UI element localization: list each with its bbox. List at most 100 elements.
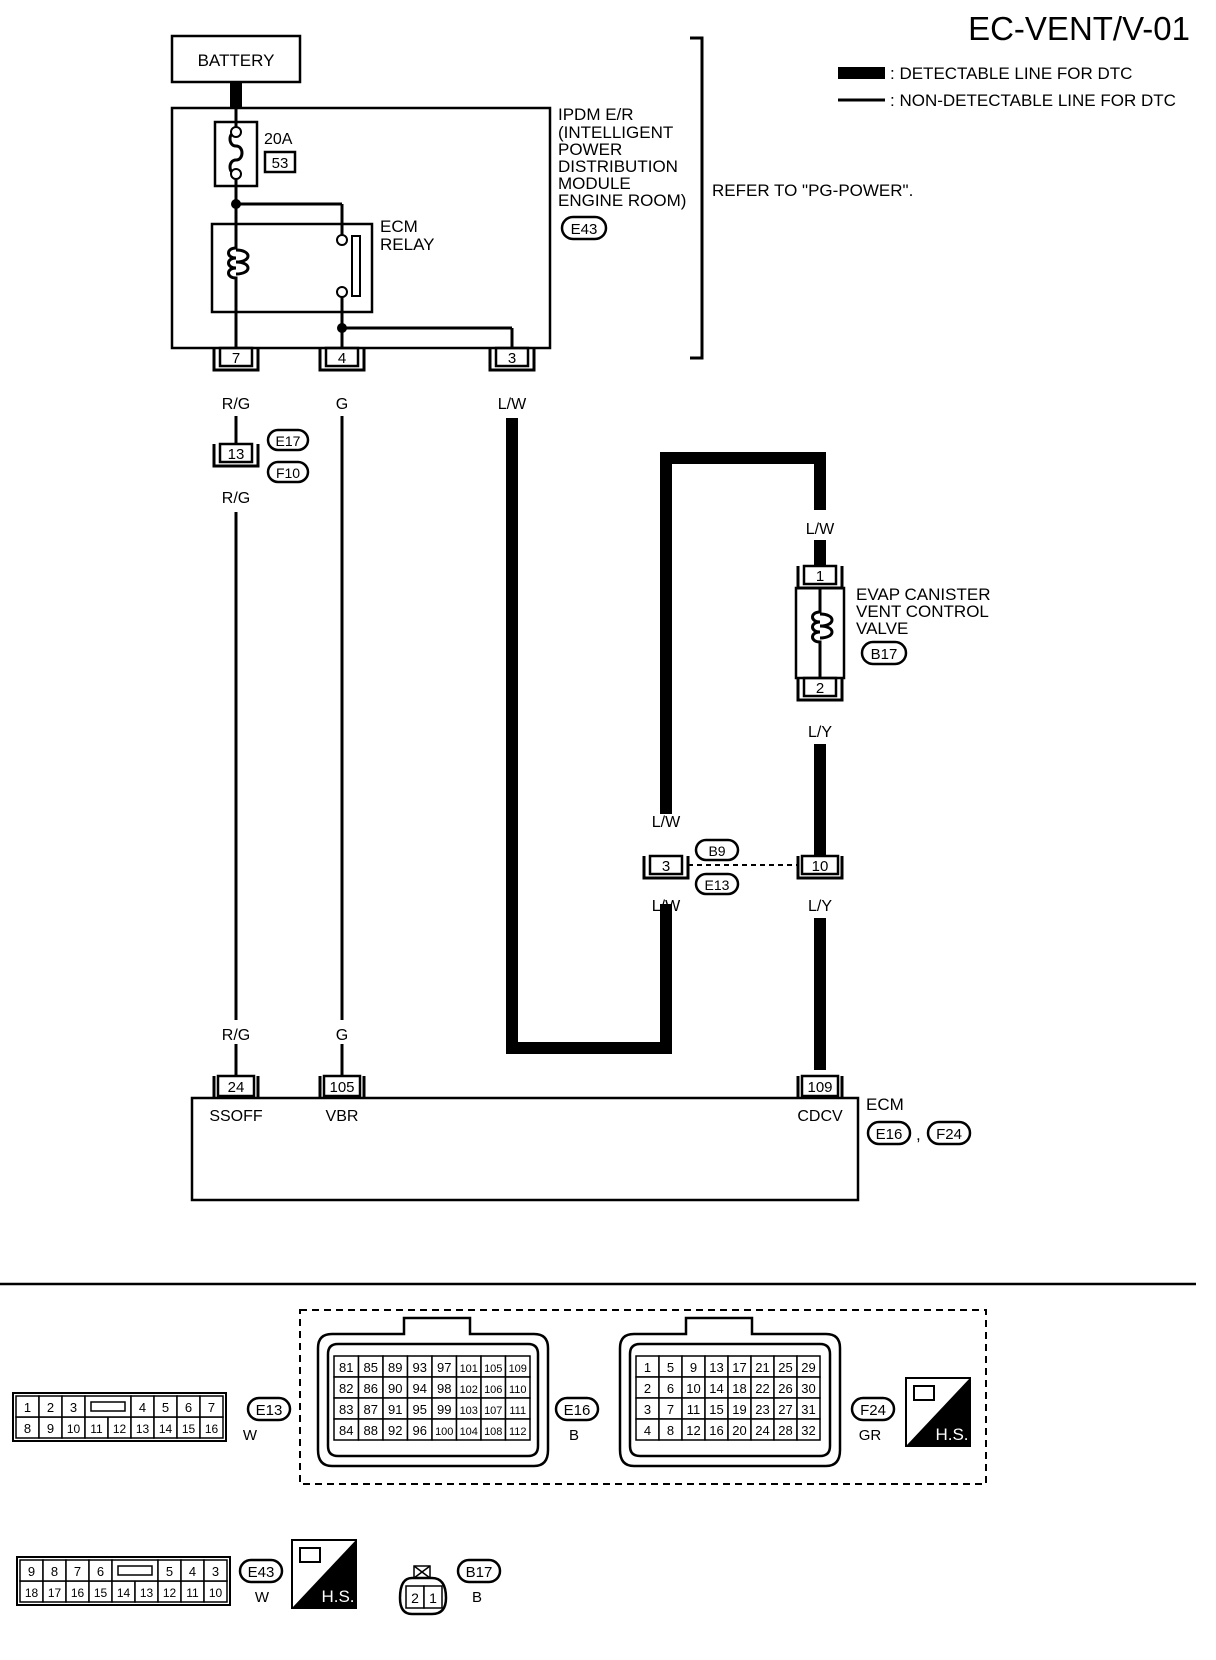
battery: BATTERY (170, 34, 302, 84)
e43-pin-3-cell (203, 1559, 228, 1582)
e13-pin-15: 15 (182, 1422, 196, 1436)
hs-badge-e43: H.S. (291, 1539, 357, 1609)
hs-label-1: H.S. (935, 1425, 968, 1444)
valve-line-2: VENT CONTROL (856, 602, 989, 621)
diagram-id: EC-VENT/V-01 (968, 10, 1190, 47)
e16-pin-89: 89 (388, 1360, 402, 1375)
f24-pin-32-cell (796, 1418, 821, 1441)
joint-id-e17: E17 (276, 433, 301, 449)
ecm-connector-e16: E16 (876, 1126, 903, 1143)
e16-pin-111: 111 (509, 1405, 526, 1417)
connector-b17: 2 1 (398, 1565, 448, 1616)
wire-lw-label-2: L/W (806, 521, 835, 538)
evap-valve: 1 2 EVAP CANISTER VENT CONTROL VALVE B17 (794, 564, 990, 702)
e16-pin-112: 112 (509, 1426, 527, 1438)
legend-detectable: : DETECTABLE LINE FOR DTC (890, 64, 1132, 83)
f24-pin-3: 3 (644, 1402, 651, 1417)
legend-non-detectable: : NON-DETECTABLE LINE FOR DTC (890, 91, 1176, 110)
e16-pin-83: 83 (339, 1402, 353, 1417)
e16-pin-103: 103 (460, 1405, 478, 1417)
e13-housing (12, 1392, 227, 1442)
e16-pin-107: 107 (484, 1405, 502, 1417)
e16-pin-84: 84 (339, 1423, 353, 1438)
f24-pin-30: 30 (801, 1381, 815, 1396)
ipdm-pin-3: 3 (508, 350, 516, 367)
e43-pin-9: 9 (28, 1564, 35, 1579)
wire-lw-label-3: L/W (652, 814, 681, 831)
relay-line-1: ECM (380, 217, 418, 236)
hs-connector-icon (299, 1547, 321, 1563)
wire-lw-label-1: L/W (498, 396, 527, 413)
ecm-comma: , (916, 1125, 921, 1144)
e43-housing (16, 1556, 231, 1606)
e13-pin-13: 13 (136, 1422, 150, 1436)
f24-pin-1: 1 (644, 1360, 651, 1375)
ecm: 24 105 109 SSOFF VBR CDCV ECM E16 , F24 (190, 1044, 972, 1202)
connector-b17-color: B (472, 1589, 482, 1606)
e43-pin-11: 11 (186, 1586, 199, 1600)
f24-pin-23: 23 (755, 1402, 769, 1417)
ecm-relay: ECM RELAY (210, 186, 514, 348)
connector-e16-color: B (569, 1427, 579, 1444)
valve-pin-2: 2 (816, 680, 824, 697)
valve-line-1: EVAP CANISTER (856, 585, 990, 604)
e16-pin-81: 81 (339, 1360, 353, 1375)
connector-e43-color: W (255, 1589, 270, 1606)
ecm-terminal-vbr: VBR (326, 1108, 359, 1125)
connector-e13-id: E13 (256, 1402, 283, 1419)
e16-pin-85: 85 (364, 1360, 378, 1375)
e43-pin-12: 12 (163, 1586, 177, 1600)
f24-pin-13: 13 (709, 1360, 723, 1375)
ipdm-line-3: POWER (558, 140, 622, 159)
f24-pin-18: 18 (732, 1381, 746, 1396)
wire-g-label-1: G (336, 396, 348, 413)
e13-pin-6: 6 (185, 1400, 192, 1415)
e16-pin-92: 92 (388, 1423, 402, 1438)
e13-pin-10: 10 (812, 858, 829, 875)
f24-pin-7: 7 (667, 1402, 674, 1417)
e16-pin-112-cell (504, 1418, 531, 1441)
ecm-connector-f24: F24 (936, 1126, 962, 1143)
f24-pin-4: 4 (644, 1423, 651, 1438)
ipdm-line-5: MODULE (558, 174, 631, 193)
e43-pin-13: 13 (140, 1586, 154, 1600)
f24-pin-22: 22 (755, 1381, 769, 1396)
e13-pin-4: 4 (139, 1400, 146, 1415)
wire-rg-label-1: R/G (222, 396, 250, 413)
e16-pin-99: 99 (437, 1402, 451, 1417)
f24-pin-15: 15 (709, 1402, 723, 1417)
joint-id-f10: F10 (276, 465, 300, 481)
fuse-number: 53 (272, 155, 289, 172)
e16-pin-97: 97 (437, 1360, 451, 1375)
e13-pin-10: 10 (67, 1422, 81, 1436)
connector-f24-id: F24 (860, 1402, 886, 1419)
e13-key (90, 1401, 126, 1412)
ipdm-line-6: ENGINE ROOM) (558, 191, 686, 210)
connector-e13-color: W (243, 1427, 258, 1444)
f24-pin-29: 29 (801, 1360, 815, 1375)
f24-pin-28: 28 (778, 1423, 792, 1438)
ecm-label: ECM (866, 1095, 904, 1114)
e13-pin-12: 12 (113, 1422, 127, 1436)
ipdm-module: IPDM E/R (INTELLIGENT POWER DISTRIBUTION… (170, 36, 913, 360)
e16-pin-95: 95 (413, 1402, 427, 1417)
f24-pin-17: 17 (732, 1360, 746, 1375)
wire-rg-label-3: R/G (222, 1027, 250, 1044)
e16-pin-90: 90 (388, 1381, 402, 1396)
ecm-pin-105: 105 (329, 1079, 354, 1096)
fuse: 20A 53 (213, 108, 297, 188)
f24-pin-32: 32 (801, 1423, 815, 1438)
battery-label: BATTERY (198, 51, 275, 70)
f24-pin-20: 20 (732, 1423, 746, 1438)
e43-pin-7: 7 (74, 1564, 81, 1579)
e13-pin-7-cell (199, 1395, 224, 1418)
connector-e16-id: E16 (564, 1402, 591, 1419)
legend: : DETECTABLE LINE FOR DTC : NON-DETECTAB… (838, 64, 1176, 110)
e13-pin-11: 11 (90, 1422, 103, 1436)
f24-pin-12: 12 (686, 1423, 700, 1438)
e43-pin-4: 4 (189, 1564, 196, 1579)
ecm-pin-24: 24 (228, 1079, 245, 1096)
b9-pin-3: 3 (662, 858, 670, 875)
